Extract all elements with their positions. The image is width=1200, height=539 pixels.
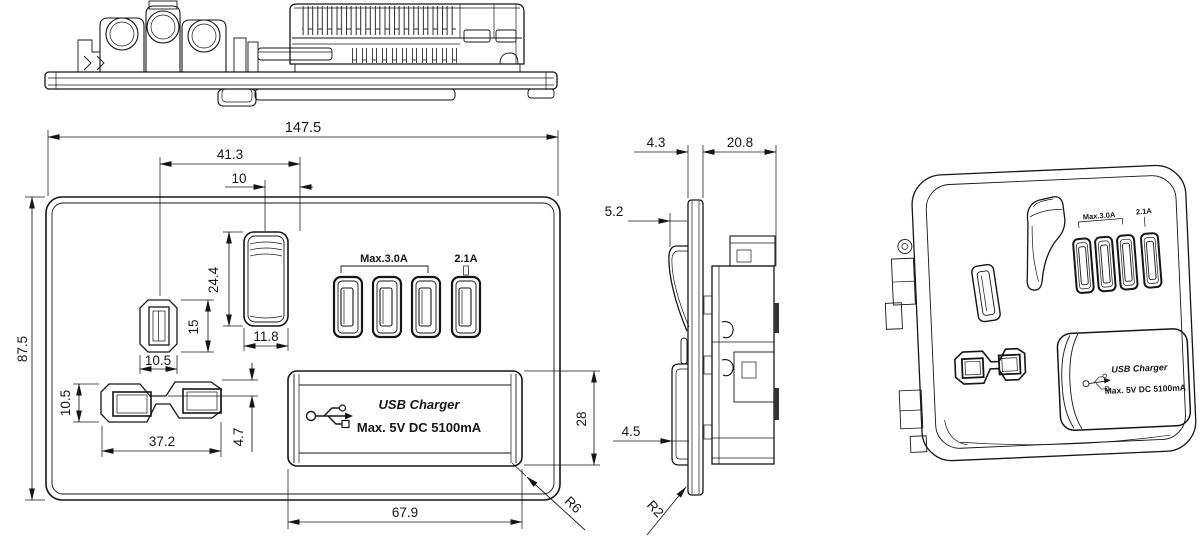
usb-group-rating-label: Max.3.0A: [1082, 210, 1116, 222]
svg-text:147.5: 147.5: [285, 120, 321, 136]
dim-overall-width: 147.5: [47, 120, 559, 196]
svg-text:R6: R6: [562, 493, 585, 516]
svg-text:4.7: 4.7: [231, 428, 246, 447]
svg-text:4.5: 4.5: [622, 424, 641, 439]
dim-ln-slot-width: 37.2: [101, 422, 222, 457]
svg-text:67.9: 67.9: [392, 505, 418, 520]
charger-rating-label: Max. 5V DC 5100mA: [357, 420, 482, 435]
side-faceplate: [680, 199, 704, 496]
svg-text:20.8: 20.8: [727, 135, 753, 150]
persp-faceplate: [911, 164, 1197, 462]
svg-text:87.5: 87.5: [15, 336, 30, 362]
perspective-view: Max.3.0A 2.1A USB: [884, 164, 1197, 462]
persp-usb-ports: Max.3.0A 2.1A: [1072, 206, 1163, 294]
usb-port: [1116, 234, 1139, 291]
dim-box-depth: 20.8: [702, 135, 777, 266]
usb-icon: [305, 404, 353, 429]
top-view: [44, 0, 558, 107]
front-faceplate: [45, 196, 561, 501]
usb-ports: Max.3.0A 2.1A: [332, 253, 482, 339]
top-heatsink: [289, 3, 525, 72]
dim-faceplate-thickness: 4.3: [634, 135, 704, 198]
dim-switch-protrusion: 5.2: [605, 204, 687, 247]
dim-corner-radius-r2: R2: [644, 486, 687, 536]
dim-switch-width: 11.8: [243, 328, 289, 351]
live-neutral-slots: [100, 381, 222, 423]
dim-earth-slot-width: 10.5: [139, 353, 178, 374]
dim-switch-height: 24.4: [206, 231, 243, 327]
charger-title-label: USB Charger: [379, 397, 461, 412]
svg-text:5.2: 5.2: [605, 204, 624, 219]
svg-text:28: 28: [574, 411, 589, 426]
dim-earth-slot-height: 15: [181, 299, 214, 353]
dim-overall-height: 87.5: [15, 196, 45, 501]
usb-port: [332, 275, 364, 339]
svg-text:37.2: 37.2: [149, 434, 175, 449]
persp-earth-slot: [971, 263, 1001, 323]
usb-icon: [1082, 373, 1111, 391]
usb-group-rating-label: Max.3.0A: [360, 253, 408, 265]
side-usb-cover-profile: [671, 363, 688, 466]
usb-port: [450, 275, 482, 339]
usb-single-rating-label: 2.1A: [1136, 206, 1153, 216]
usb-single-rating-label: 2.1A: [454, 253, 477, 265]
dim-cover-height: 28: [524, 370, 600, 466]
usb-port: [1140, 232, 1163, 289]
rocker-switch: [243, 231, 289, 327]
svg-text:11.8: 11.8: [253, 329, 278, 344]
dim-ln-slot-height: 10.5: [58, 383, 99, 423]
usb-port: [1072, 237, 1095, 294]
svg-text:10.5: 10.5: [145, 353, 171, 368]
usb-group-bracket: [340, 265, 429, 273]
svg-text:24.4: 24.4: [206, 266, 221, 293]
svg-text:10: 10: [231, 171, 246, 186]
svg-text:4.3: 4.3: [647, 135, 666, 150]
persp-usb-charger-cover: USB Charger Max. 5V DC 5100mA: [1056, 328, 1192, 431]
dim-cover-width: 67.9: [287, 469, 523, 529]
dim-switch-offset: 10: [225, 171, 313, 231]
usb-port: [371, 275, 403, 339]
dim-ln-slot-offset: 4.7: [168, 363, 258, 452]
earth-pin-slot: [139, 299, 178, 353]
side-back-box: [703, 235, 779, 465]
persp-rocker-switch: [1026, 196, 1066, 291]
dim-cover-protrusion: 4.5: [613, 424, 689, 444]
top-terminal-block: [77, 0, 333, 73]
side-switch-profile: [668, 245, 690, 332]
svg-text:10.5: 10.5: [58, 390, 73, 416]
usb-port: [1094, 235, 1117, 293]
front-view: Max.3.0A 2.1A USB Charger Max. 5V: [15, 120, 600, 531]
usb-charger-cover: USB Charger Max. 5V DC 5100mA: [287, 370, 523, 467]
svg-text:R2: R2: [644, 498, 667, 521]
dim-earth-to-switch: 41.3: [159, 147, 301, 296]
persp-mounting-clips: [884, 239, 928, 453]
usb-group-bracket: [1078, 218, 1124, 229]
svg-text:41.3: 41.3: [217, 147, 243, 162]
persp-live-neutral-slots: [954, 347, 1027, 385]
charger-title-label: USB Charger: [1111, 362, 1168, 374]
svg-text:15: 15: [186, 319, 201, 334]
charger-rating-label: Max. 5V DC 5100mA: [1105, 382, 1187, 396]
usb-port: [410, 275, 442, 339]
top-faceplate: [44, 71, 558, 107]
dim-corner-radius-r6: R6: [511, 462, 586, 531]
side-view: 4.3 20.8 5.2 4.5 R2: [605, 135, 779, 536]
